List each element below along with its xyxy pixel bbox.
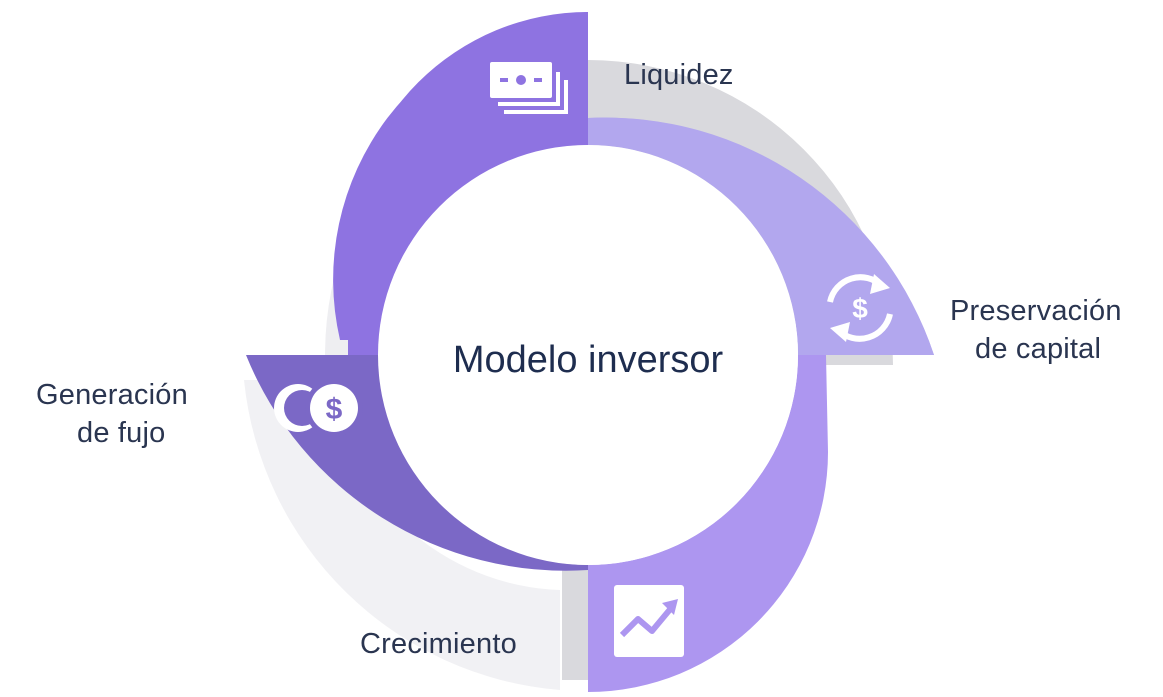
svg-text:$: $ — [326, 393, 343, 426]
label-generacion-line1: Generación — [36, 379, 188, 411]
label-crecimiento: Crecimiento — [360, 628, 517, 660]
segment-preservacion-body — [588, 117, 934, 355]
money-stack-icon — [490, 62, 568, 114]
center-title: Modelo inversor — [452, 339, 724, 381]
coins-icon: $ — [274, 379, 363, 437]
growth-chart-icon — [614, 585, 684, 657]
label-generacion-line2: de fujo — [77, 417, 166, 449]
crecimiento-shadow — [562, 570, 590, 680]
label-liquidez: Liquidez — [624, 59, 734, 91]
svg-text:$: $ — [852, 293, 868, 324]
label-preservacion-line2: de capital — [975, 333, 1102, 365]
label-preservacion-line1: Preservación — [950, 295, 1122, 327]
center-disk — [378, 145, 798, 565]
dollar-cycle-icon: $ — [827, 274, 893, 342]
